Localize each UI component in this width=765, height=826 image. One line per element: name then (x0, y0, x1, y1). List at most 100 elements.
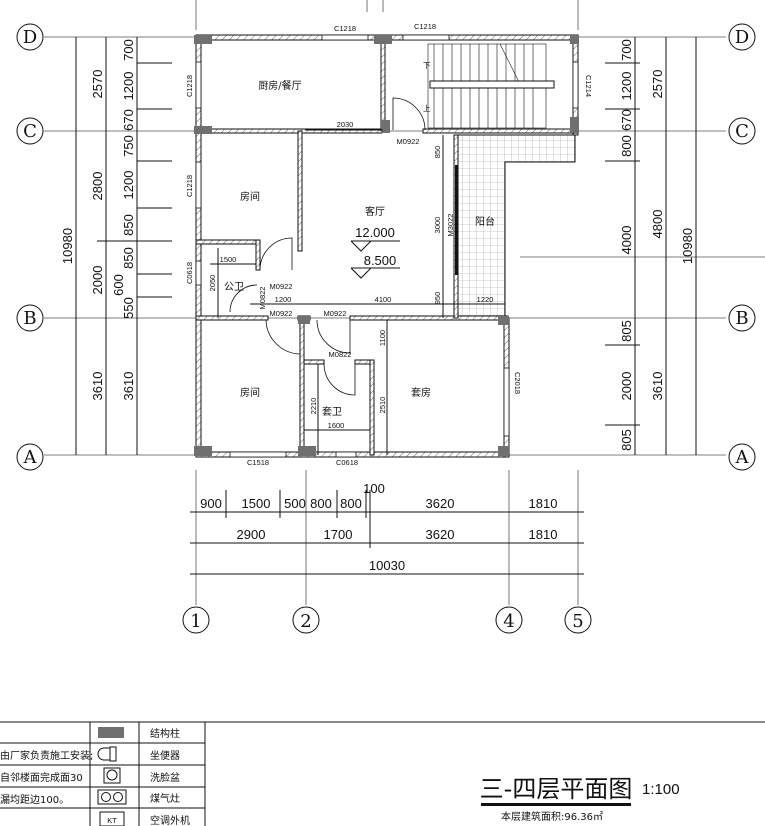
room-public-wc: 公卫 (224, 282, 244, 293)
dim-label: 2000 (90, 266, 105, 295)
dim-label: 850 (121, 247, 136, 269)
ac-unit-icon: KT (99, 811, 125, 826)
dim-label: 500 (284, 496, 306, 511)
toilet-icon (97, 746, 117, 762)
axis-label-c-right: C (735, 121, 749, 142)
room-balcony: 阳台 (475, 215, 495, 228)
dim-label: 700 (619, 39, 634, 61)
dim-label: 2000 (619, 372, 634, 401)
dim-label: 850 (433, 146, 442, 159)
legend-item: 洗脸盆 (150, 771, 180, 784)
room-bedroom-1: 房间 (240, 190, 260, 203)
ac-tag: KT (107, 816, 117, 825)
floor-area: 本层建筑面积:96.36㎡ (501, 810, 603, 823)
axis-label-c: C (23, 121, 37, 142)
dim-label: 1500 (242, 496, 271, 511)
door-tag: M0822 (258, 287, 267, 310)
window-tag: C1218 (414, 22, 436, 31)
inner-dimensions: 2030 850 3000 950 1500 2050 1200 4100 12… (208, 120, 505, 455)
window-tag: C1218 (185, 75, 194, 97)
dim-label: 850 (121, 214, 136, 236)
column-symbol-icon (98, 727, 124, 738)
dim-label: 670 (121, 109, 136, 131)
dim-label: 670 (619, 109, 634, 131)
elevation-8500: 8.500 (364, 253, 397, 268)
dim-label: 550 (121, 297, 136, 319)
axis-label-5: 5 (572, 611, 583, 632)
axis-label-a: A (23, 447, 38, 468)
door-tag: M0922 (270, 282, 293, 291)
dim-label: 4100 (375, 295, 392, 304)
legend-note: 由厂家负责施工安装; (0, 749, 93, 762)
dim-label: 1220 (477, 295, 494, 304)
dim-label: 1100 (378, 330, 387, 346)
door-tag: M0922 (397, 137, 420, 146)
dim-label: 2570 (90, 70, 105, 99)
legend-item: 结构柱 (150, 727, 180, 740)
axis-label-b: B (23, 308, 36, 329)
dim-label: 600 (111, 274, 126, 296)
dim-label: 2900 (237, 527, 266, 542)
axis-label-b-right: B (735, 308, 748, 329)
room-bedroom-2: 房间 (240, 386, 260, 399)
dim-label: 3610 (650, 372, 665, 401)
dim-label: 100 (363, 481, 385, 496)
dim-bottom-total: 10030 (369, 558, 405, 573)
gas-stove-icon (97, 789, 127, 805)
opening-tags: C1218 C1218 C1218 C1218 C1214 C0618 C201… (185, 22, 593, 467)
window-tag: C2018 (513, 372, 522, 394)
legend-item: 煤气灶 (150, 792, 180, 805)
axis-label-d: D (23, 27, 37, 48)
dim-label: 805 (619, 429, 634, 451)
dim-label: 800 (310, 496, 332, 511)
dim-label: 950 (433, 292, 442, 305)
legend-table: 由厂家负责施工安装; 自邻楼面完成面30 漏均距边100。 KT 结构柱 坐便器… (0, 721, 765, 826)
dim-label: 2570 (650, 70, 665, 99)
axis-label-d-right: D (735, 27, 749, 48)
legend-note: 漏均距边100。 (0, 794, 69, 806)
dim-label: 800 (340, 496, 362, 511)
structural-columns (194, 35, 579, 456)
legend-item: 空调外机 (150, 814, 190, 826)
dim-label: 3620 (426, 496, 455, 511)
dim-label: 2800 (90, 172, 105, 201)
drawing-scale: 1:100 (642, 781, 680, 798)
dim-label: 800 (619, 135, 634, 157)
door-tag: M0822 (329, 350, 352, 359)
window-tag: C1218 (334, 24, 356, 33)
dim-label: 2030 (337, 120, 354, 129)
stair-up-label: 上 (423, 104, 431, 113)
door-tag: M0922 (324, 309, 347, 318)
axis-bubbles: D C B A D C B A 1 2 4 5 (16, 23, 756, 634)
legend-item: 坐便器 (150, 749, 180, 762)
dim-label: 1810 (529, 496, 558, 511)
axis-label-1: 1 (190, 611, 201, 632)
dim-label: 4800 (650, 210, 665, 239)
drawing-title: 三-四层平面图 (480, 775, 633, 803)
dim-label: 3610 (90, 372, 105, 401)
dim-label: 1700 (324, 527, 353, 542)
dim-label: 1200 (619, 72, 634, 101)
dim-label: 2210 (309, 398, 318, 415)
legend-note: 自邻楼面完成面30 (0, 771, 83, 784)
room-kitchen-dining: 厨房/餐厅 (258, 79, 301, 92)
dim-label: 805 (619, 320, 634, 342)
dim-label: 1500 (220, 255, 237, 264)
staircase[interactable]: 下 上 (423, 43, 555, 129)
window-tag: C1218 (185, 175, 194, 197)
door-tag: M0922 (270, 309, 293, 318)
washbasin-icon (103, 767, 121, 784)
dim-label: 1810 (529, 527, 558, 542)
room-suite-wc: 套卫 (322, 405, 342, 418)
stair-down-label: 下 (423, 61, 431, 70)
room-labels: 厨房/餐厅 房间 客厅 12.000 8.500 阳台 公卫 房间 套卫 套房 (224, 79, 495, 418)
right-dimensions: 700 1200 670 800 4000 805 2000 805 2570 … (605, 37, 697, 455)
dim-label: 700 (121, 39, 136, 61)
window-tag: C1518 (247, 458, 269, 467)
dim-label: 3620 (426, 527, 455, 542)
drawing-title-block: 三-四层平面图 1:100 本层建筑面积:96.36㎡ (480, 775, 680, 823)
dim-label: 4000 (619, 226, 634, 255)
axis-label-2: 2 (300, 611, 311, 632)
dim-label: 1200 (121, 171, 136, 200)
